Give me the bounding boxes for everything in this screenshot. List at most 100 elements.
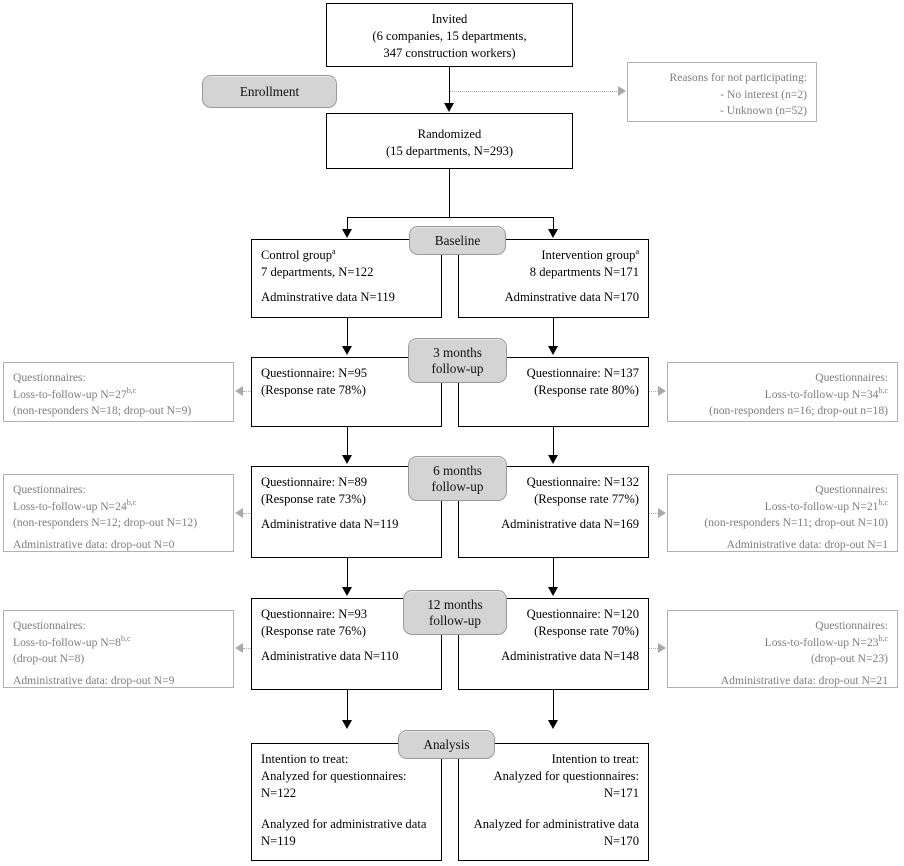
m12-intervention-line-3: Administrative data N=148 xyxy=(501,649,639,663)
analysis-intervention-line-5: N=170 xyxy=(603,834,639,848)
m3-intervention-box: Questionnaire: N=137 (Response rate 80%) xyxy=(458,357,649,427)
connector-m12-control-down xyxy=(347,690,348,721)
invited-line-3: 347 construction workers) xyxy=(383,46,516,60)
analysis-control-line-3: N=122 xyxy=(261,786,297,800)
invited-line-2: (6 companies, 15 departments, xyxy=(372,29,527,43)
phase-label-analysis: Analysis xyxy=(423,736,470,752)
phase-pill-analysis: Analysis xyxy=(398,730,495,759)
invited-line-1: Invited xyxy=(431,12,468,26)
footnote-marker-bc: b,c xyxy=(126,497,137,507)
m3-loss-left-line-1: Questionnaires: xyxy=(13,371,86,384)
arrowhead-m12-loss-left xyxy=(235,643,243,653)
m6-loss-left-line-1: Questionnaires: xyxy=(13,483,86,496)
phase-label-enrollment: Enrollment xyxy=(239,83,300,99)
m12-loss-right-line-2: Loss-to-follow-up N=23b,c xyxy=(764,633,888,649)
m12-loss-left-line-1: Questionnaires: xyxy=(13,619,86,632)
baseline-intervention-line-3: Adminstrative data N=170 xyxy=(504,290,639,304)
analysis-control-line-1: Intention to treat: xyxy=(261,752,349,766)
baseline-intervention-line-2: 8 departments N=171 xyxy=(529,265,639,279)
m12-loss-left-line-4: Administrative data: drop-out N=9 xyxy=(13,673,175,687)
arrowhead-m6-intervention-down xyxy=(547,587,558,596)
phase-label-6-months-line-1: 6 months xyxy=(433,462,482,478)
m6-loss-right-line-2: Loss-to-follow-up N=21b,c xyxy=(764,497,888,513)
connector-split-left-down xyxy=(347,217,348,230)
connector-split-right-down xyxy=(553,217,554,230)
connector-randomized-down xyxy=(449,169,450,217)
arrowhead-m6-loss-right xyxy=(658,508,666,518)
footnote-marker-bc: b,c xyxy=(878,385,888,395)
arrowhead-m3-loss-left xyxy=(235,386,243,396)
footnote-marker-a: a xyxy=(635,246,639,256)
phase-label-3-months-line-2: follow-up xyxy=(431,360,484,376)
m6-control-line-3: Administrative data N=119 xyxy=(261,517,399,531)
analysis-control-box: Intention to treat: Analyzed for questio… xyxy=(251,743,442,861)
arrowhead-m12-control-down xyxy=(341,720,352,729)
phase-label-3-months-line-1: 3 months xyxy=(433,344,482,360)
m6-intervention-line-1: Questionnaire: N=132 xyxy=(526,475,639,489)
phase-pill-6-months: 6 months follow-up xyxy=(408,456,507,501)
arrowhead-baseline-intervention-down xyxy=(547,346,558,355)
m3-control-box: Questionnaire: N=95 (Response rate 78%) xyxy=(251,357,442,427)
m3-control-line-2: (Response rate 78%) xyxy=(261,383,366,397)
m12-loss-left-box: Questionnaires: Loss-to-follow-up N=8b,c… xyxy=(3,610,234,688)
m6-loss-left-line-2: Loss-to-follow-up N=24b,c xyxy=(13,497,137,513)
m12-loss-left-line-2: Loss-to-follow-up N=8b,c xyxy=(13,633,131,649)
m12-control-line-3: Administrative data N=110 xyxy=(261,649,399,663)
m6-control-line-2: (Response rate 73%) xyxy=(261,492,366,506)
m6-loss-left-box: Questionnaires: Loss-to-follow-up N=24b,… xyxy=(3,474,234,552)
m3-intervention-line-2: (Response rate 80%) xyxy=(534,383,639,397)
connector-m6-control-down xyxy=(347,558,348,588)
arrowhead-m3-control-down xyxy=(341,455,352,464)
m12-loss-right-line-4: Administrative data: drop-out N=21 xyxy=(720,673,888,687)
m12-control-line-2: (Response rate 76%) xyxy=(261,624,366,638)
footnote-marker-bc: b,c xyxy=(878,497,888,507)
analysis-control-line-5: N=119 xyxy=(261,834,296,848)
m3-loss-left-box: Questionnaires: Loss-to-follow-up N=27b,… xyxy=(3,362,234,422)
phase-label-6-months-line-2: follow-up xyxy=(431,478,484,494)
randomized-line-2: (15 departments, N=293) xyxy=(385,144,514,158)
m12-loss-right-box: Questionnaires: Loss-to-follow-up N=23b,… xyxy=(667,610,898,688)
phase-pill-12-months: 12 months follow-up xyxy=(403,590,507,635)
m6-intervention-line-2: (Response rate 77%) xyxy=(534,492,639,506)
m12-intervention-box: Questionnaire: N=120 (Response rate 70%)… xyxy=(458,598,649,690)
m12-loss-left-line-3: (drop-out N=8) xyxy=(13,652,85,665)
m6-loss-left-line-3: (non-responders N=12; drop-out N=12) xyxy=(13,516,198,529)
analysis-intervention-box: Intention to treat: Analyzed for questio… xyxy=(458,743,649,861)
m6-loss-right-line-3: (non-responders N=11; drop-out N=10) xyxy=(704,516,888,529)
arrowhead-split-right xyxy=(547,229,558,238)
footnote-marker-bc: b,c xyxy=(126,385,137,395)
arrowhead-m12-loss-right xyxy=(658,643,666,653)
reasons-line-2: - No interest (n=2) xyxy=(720,87,807,101)
baseline-intervention-line-1: Intervention groupa xyxy=(541,246,639,262)
m12-loss-right-line-1: Questionnaires: xyxy=(815,619,888,632)
m3-loss-right-line-1: Questionnaires: xyxy=(815,371,888,384)
arrowhead-to-reasons xyxy=(618,86,626,96)
m3-control-line-1: Questionnaire: N=95 xyxy=(261,366,368,380)
connector-baseline-intervention-down xyxy=(553,318,554,347)
connector-m12-intervention-down xyxy=(553,690,554,721)
connector-split-horizontal xyxy=(347,217,553,218)
randomized-line-1: Randomized xyxy=(417,127,482,141)
m6-loss-left-line-4: Administrative data: drop-out N=0 xyxy=(13,537,175,551)
analysis-intervention-line-1: Intention to treat: xyxy=(551,752,639,766)
m6-loss-right-line-1: Questionnaires: xyxy=(815,483,888,496)
connector-m6-control-to-loss xyxy=(243,513,251,514)
m3-loss-right-box: Questionnaires: Loss-to-follow-up N=34b,… xyxy=(667,362,898,422)
arrowhead-m3-intervention-down xyxy=(547,455,558,464)
phase-label-12-months-line-2: follow-up xyxy=(428,612,481,628)
analysis-intervention-line-2: Analyzed for questionnaires: xyxy=(493,769,639,783)
m12-control-line-1: Questionnaire: N=93 xyxy=(261,607,368,621)
connector-m3-intervention-down xyxy=(553,427,554,456)
connector-invited-to-randomized xyxy=(449,67,450,104)
baseline-control-line-3: Adminstrative data N=119 xyxy=(261,290,395,304)
baseline-control-box: Control groupa 7 departments, N=122 Admi… xyxy=(251,239,442,318)
arrowhead-m6-control-down xyxy=(341,587,352,596)
footnote-marker-a: a xyxy=(332,246,336,256)
connector-m3-intervention-to-loss xyxy=(649,391,658,392)
phase-pill-baseline: Baseline xyxy=(409,226,506,255)
arrowhead-m6-loss-left xyxy=(235,508,243,518)
analysis-control-line-2: Analyzed for questionnaires: xyxy=(261,769,407,783)
footnote-marker-bc: b,c xyxy=(878,633,888,643)
baseline-control-line-2: 7 departments, N=122 xyxy=(261,265,374,279)
